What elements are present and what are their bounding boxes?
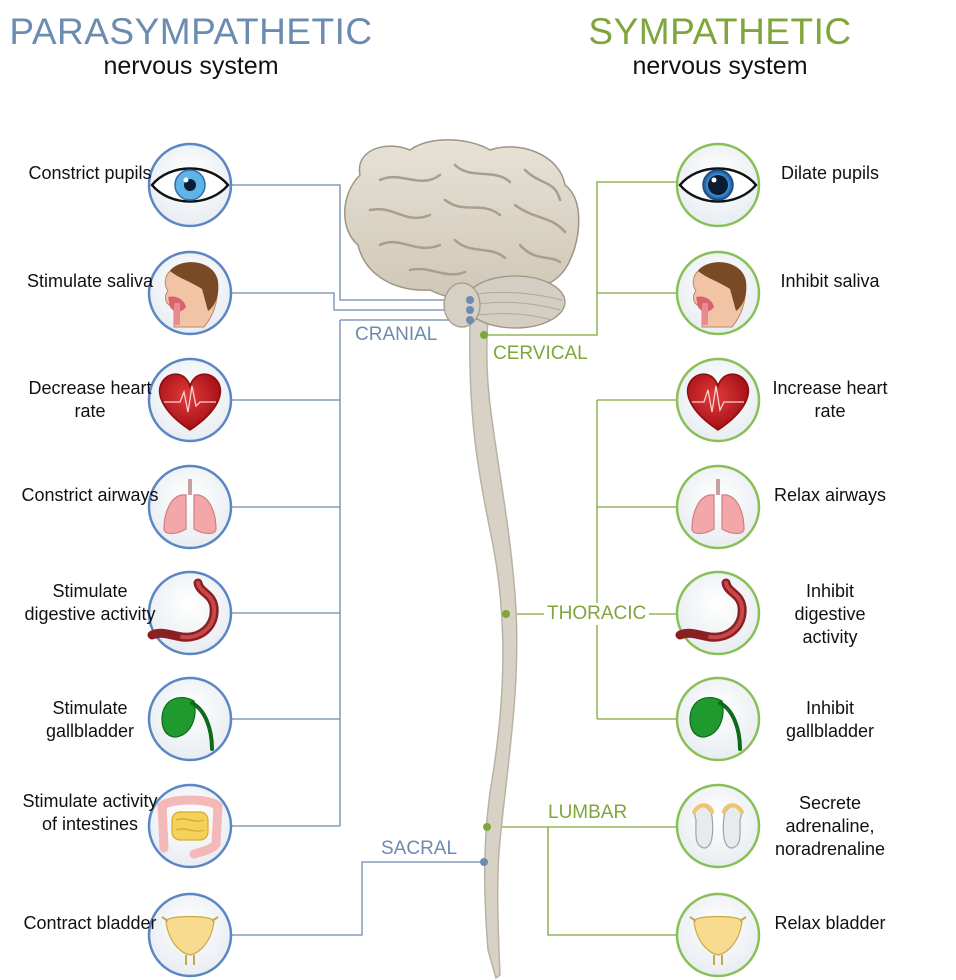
symp-label-gallbladder: Inhibit gallbladder — [785, 698, 875, 741]
symp-label-digestive: Inhibit digestive activity — [794, 581, 866, 647]
sympathetic-title-block: SYMPATHETIC nervous system — [570, 11, 870, 81]
connector-saliva — [232, 292, 470, 311]
head-saliva-icon — [675, 250, 761, 336]
sympathetic-title: SYMPATHETIC — [588, 11, 852, 52]
heart-icon — [147, 357, 233, 443]
symp-label-heart: Increase heart rate — [772, 378, 888, 421]
parasympathetic-title: PARASYMPATHETIC — [9, 11, 373, 52]
segment-label-sacral: SACRAL — [378, 838, 461, 860]
para-label-heart: Decrease heart rate — [28, 378, 152, 421]
bladder-icon — [675, 892, 761, 978]
adrenal-glands-icon — [675, 783, 761, 869]
symp-label-pupils: Dilate pupils — [780, 163, 880, 183]
para-label-pupils: Constrict pupils — [28, 163, 152, 183]
connector-bladder-s — [547, 827, 680, 936]
para-label-airways: Constrict airways — [21, 485, 159, 505]
parasympathetic-subtitle: nervous system — [103, 52, 279, 80]
para-label-bladder: Contract bladder — [23, 913, 157, 933]
bladder-icon — [147, 892, 233, 978]
para-label-digestive: Stimulate digestive activity — [24, 581, 156, 624]
para-label-intestines: Stimulate activity of intestines — [22, 791, 158, 834]
segment-label-thoracic: THORACIC — [544, 603, 650, 625]
symp-label-saliva: Inhibit saliva — [780, 271, 880, 291]
connector-bladder — [232, 861, 484, 936]
brain-illustration — [344, 139, 580, 329]
para-label-saliva: Stimulate saliva — [26, 271, 154, 291]
symp-label-airways: Relax airways — [773, 485, 887, 505]
nerve-dots — [466, 296, 510, 866]
stomach-icon — [675, 570, 761, 656]
symp-label-bladder: Relax bladder — [774, 913, 886, 933]
gallbladder-icon — [147, 676, 233, 762]
gallbladder-icon — [675, 676, 761, 762]
intestines-icon — [147, 783, 233, 869]
sympathetic-subtitle: nervous system — [632, 52, 808, 80]
lungs-icon — [675, 464, 761, 550]
connector-pupils — [232, 184, 470, 301]
eye-icon — [147, 142, 233, 228]
segment-label-cranial: CRANIAL — [352, 324, 441, 346]
sympathetic-connectors — [484, 181, 680, 936]
lungs-icon — [147, 464, 233, 550]
symp-label-adrenal: Secrete adrenaline, noradrenaline — [774, 793, 886, 859]
heart-icon — [675, 357, 761, 443]
segment-label-lumbar: LUMBAR — [545, 802, 631, 824]
para-label-gallbladder: Stimulate gallbladder — [45, 698, 135, 741]
eye-icon — [675, 142, 761, 228]
spinal-cord — [469, 317, 518, 980]
sympathetic-icons — [675, 142, 761, 978]
head-saliva-icon — [147, 250, 233, 336]
parasympathetic-connectors — [232, 184, 484, 936]
segment-label-cervical: CERVICAL — [490, 343, 591, 365]
stomach-icon — [147, 570, 233, 656]
connector-cervical — [484, 181, 680, 336]
parasympathetic-icons — [147, 142, 233, 978]
parasympathetic-title-block: PARASYMPATHETIC nervous system — [0, 11, 382, 81]
